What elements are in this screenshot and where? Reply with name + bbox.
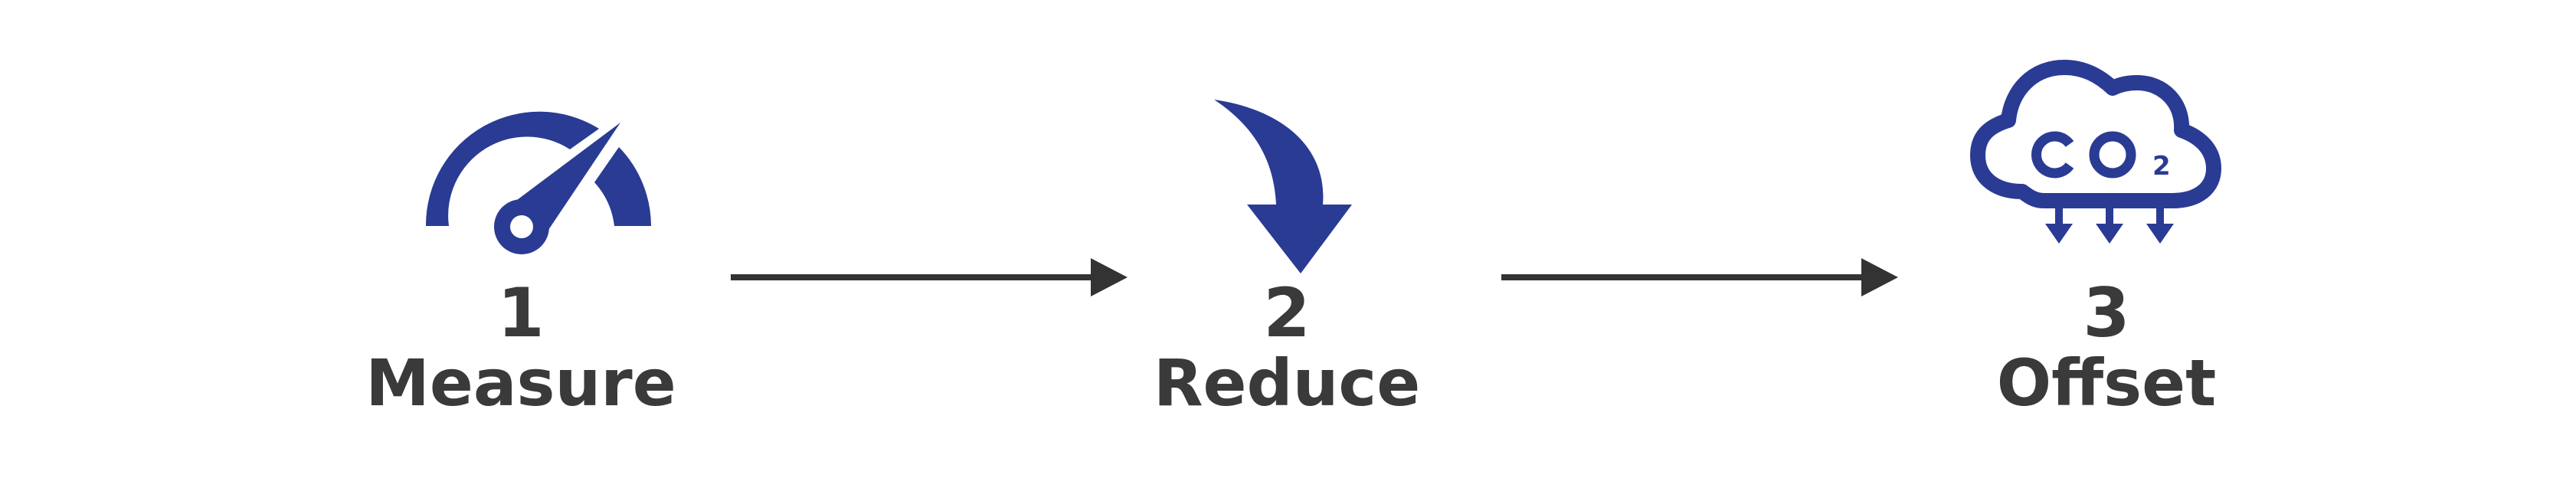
step-number: 1 bbox=[497, 273, 545, 352]
co2-cloud-icon: 2 bbox=[1970, 60, 2221, 244]
step-label: Measure bbox=[365, 345, 676, 421]
step-number: 3 bbox=[2083, 273, 2130, 352]
step-label: Offset bbox=[1996, 345, 2217, 421]
curved-down-arrow-icon bbox=[1214, 100, 1352, 273]
step-label: Reduce bbox=[1153, 345, 1421, 421]
speedometer-icon bbox=[425, 111, 651, 254]
svg-text:2: 2 bbox=[2152, 151, 2171, 182]
step-number: 2 bbox=[1263, 273, 1311, 352]
